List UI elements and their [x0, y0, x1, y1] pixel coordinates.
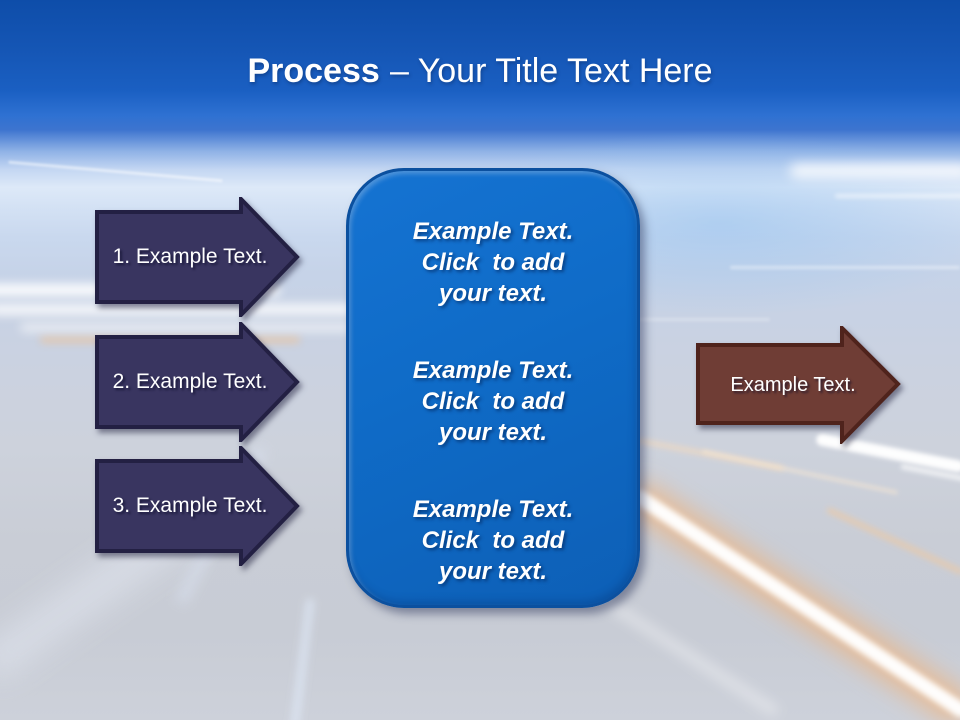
panel-line: your text.	[438, 280, 548, 307]
panel-paragraph-2: Example Text. Click to add your text.	[349, 355, 637, 448]
light-streak	[730, 266, 960, 269]
panel-line: Click to add	[421, 527, 565, 554]
headlight-core	[629, 486, 960, 720]
contrail	[8, 160, 223, 183]
center-text-panel: Example Text. Click to add your text. Ex…	[346, 168, 640, 608]
right-arrow-shape-icon	[696, 326, 901, 444]
panel-line: Click to add	[421, 249, 565, 276]
light-streak	[825, 506, 960, 576]
output-arrow: Example Text.	[696, 326, 902, 444]
step-arrow-1: 1. Example Text.	[95, 197, 301, 317]
step-arrow-3: 3. Example Text.	[95, 446, 301, 566]
panel-content: Example Text. Click to add your text. Ex…	[349, 171, 637, 587]
light-streak	[701, 449, 899, 495]
right-arrow-shape-icon	[95, 446, 300, 566]
step-arrow-2: 2. Example Text.	[95, 322, 301, 442]
panel-paragraph-3: Example Text. Click to add your text.	[349, 494, 637, 587]
slide-title: Process– Your Title Text Here	[0, 50, 960, 92]
panel-paragraph-1: Example Text. Click to add your text.	[349, 216, 637, 309]
panel-line: Example Text.	[412, 357, 574, 384]
light-streak	[900, 463, 960, 483]
road-line	[290, 597, 315, 720]
cloud-band	[790, 164, 960, 178]
light-streak	[590, 588, 780, 718]
step-arrow-2-label: 2. Example Text.	[112, 370, 268, 393]
step-arrow-1-label: 1. Example Text.	[112, 245, 268, 268]
step-arrow-3-label: 3. Example Text.	[112, 494, 268, 517]
panel-line: your text.	[438, 558, 548, 585]
output-arrow-label: Example Text.	[730, 373, 856, 396]
title-keyword: Process	[247, 52, 380, 90]
panel-line: Example Text.	[412, 496, 574, 523]
panel-line: your text.	[438, 419, 548, 446]
panel-line: Click to add	[421, 388, 565, 415]
title-text: – Your Title Text Here	[389, 52, 713, 90]
headlight-glow	[623, 479, 960, 720]
cloud-band	[835, 194, 960, 198]
right-arrow-shape-icon	[95, 322, 300, 442]
right-arrow-shape-icon	[95, 197, 300, 317]
panel-line: Example Text.	[412, 218, 574, 245]
